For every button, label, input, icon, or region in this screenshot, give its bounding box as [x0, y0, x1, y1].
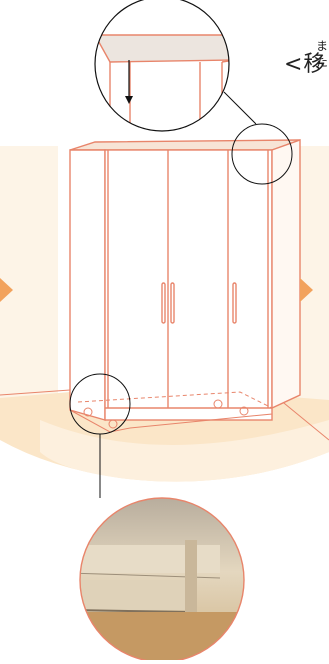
cabinet-left-side	[70, 150, 105, 420]
top-callout-leader	[224, 92, 256, 124]
handle-left-2	[171, 283, 174, 323]
top-zoom-callout	[95, 0, 235, 140]
bottom-zoom-photo	[70, 498, 260, 660]
cabinet-top	[70, 140, 300, 150]
handle-right	[233, 283, 236, 323]
section-heading-fragment: <移	[284, 54, 326, 76]
cabinet	[70, 140, 300, 420]
text-fragment-top-left: ま	[316, 40, 328, 52]
handle-left-1	[162, 283, 165, 323]
cabinet-body	[105, 150, 272, 420]
